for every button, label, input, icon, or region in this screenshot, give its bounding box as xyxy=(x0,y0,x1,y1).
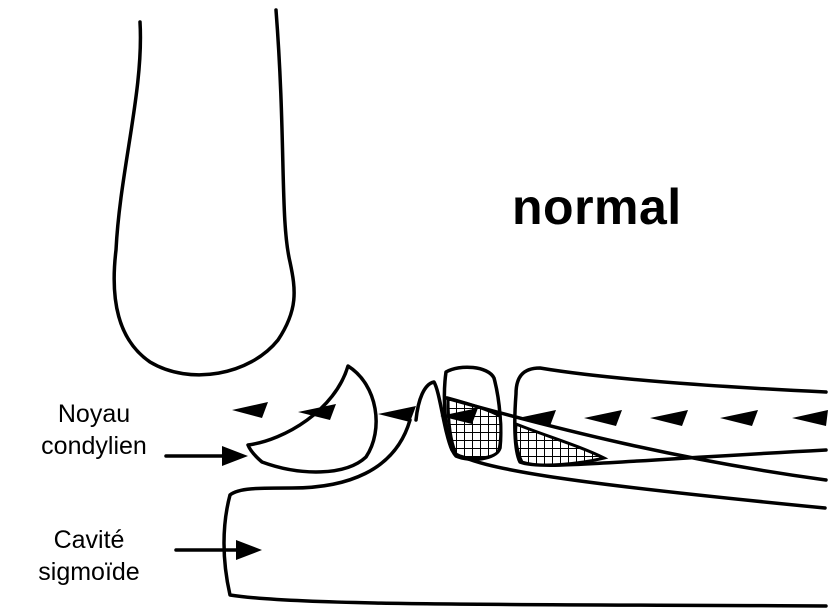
noyau-pointer-head xyxy=(222,446,248,466)
arrowhead-8 xyxy=(720,410,758,426)
label-sigmoid-cavity: Cavité sigmoïde xyxy=(14,524,164,588)
label-noyau-line2: condylien xyxy=(24,430,164,462)
arrowhead-2 xyxy=(298,404,336,420)
arrowhead-1 xyxy=(232,402,268,418)
radius-growth-cartilage xyxy=(516,424,604,465)
diagram-title: normal xyxy=(512,178,682,236)
condylar-nucleus xyxy=(248,366,376,472)
arrowhead-9 xyxy=(792,410,828,426)
humerus-outline xyxy=(114,10,294,375)
pointer-arrows xyxy=(166,446,262,560)
label-noyau-line1: Noyau xyxy=(24,398,164,430)
arrowhead-7 xyxy=(650,410,688,426)
label-condylar-nucleus: Noyau condylien xyxy=(24,398,164,462)
label-cavite-line2: sigmoïde xyxy=(14,556,164,588)
cavite-pointer-head xyxy=(236,540,262,560)
arrowhead-6 xyxy=(584,410,622,426)
label-cavite-line1: Cavité xyxy=(14,524,164,556)
arrowhead-3 xyxy=(378,406,416,422)
